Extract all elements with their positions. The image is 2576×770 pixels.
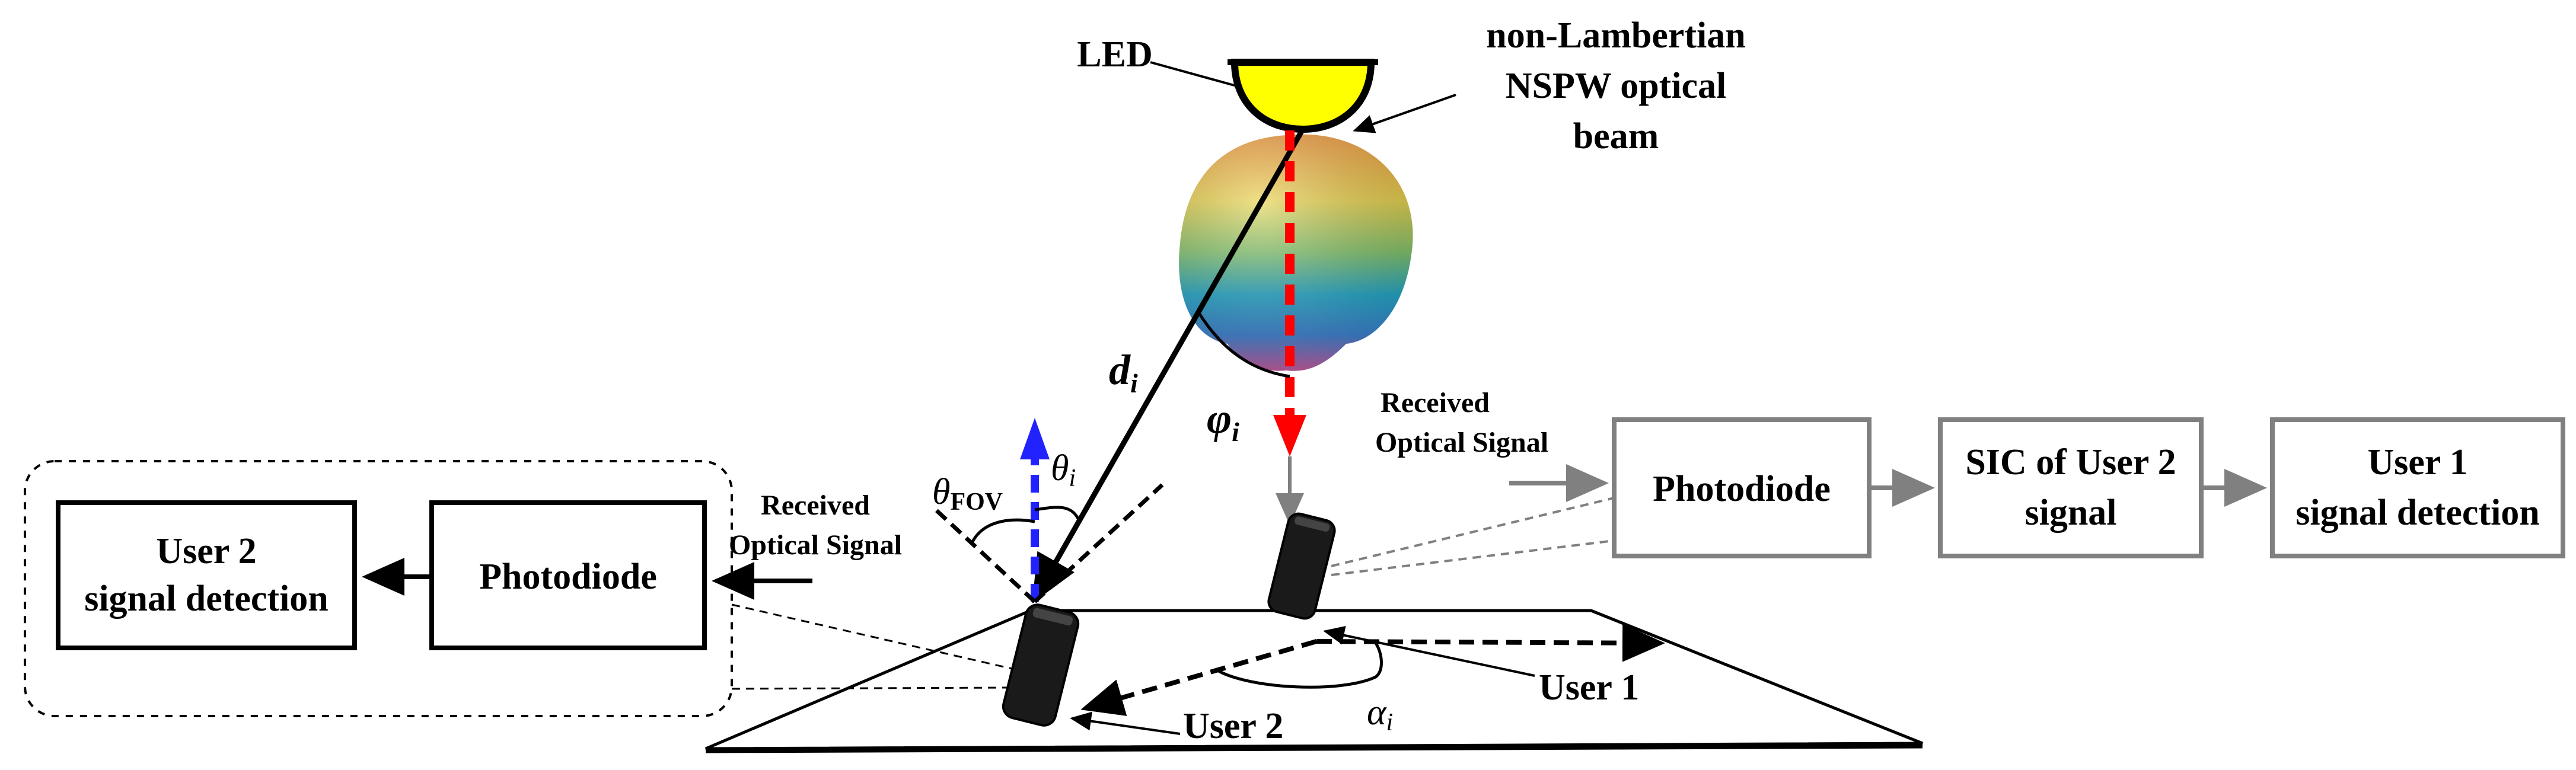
user2-receiver-frame [24, 460, 733, 717]
fov-right-line [1033, 483, 1164, 603]
user1-projection-upper [1331, 497, 1615, 567]
fov-angle-arc [970, 518, 1035, 545]
user2-photodiode-box [429, 500, 707, 650]
user1-detection-line2: signal detection [2296, 493, 2540, 533]
user2-device [1002, 603, 1080, 727]
user2-projection-lower [731, 686, 1009, 690]
alpha-angle-arc [1217, 642, 1383, 689]
beam-shading [1179, 134, 1413, 371]
sic-box [1938, 417, 2204, 558]
fov-angle-label: θFOV [932, 472, 1003, 516]
user1-label-pointer [1323, 625, 1535, 677]
irradiance-angle-label: φi [1207, 395, 1239, 447]
user1-floor-axis [1316, 624, 1665, 662]
floor-front-edge [705, 743, 1923, 753]
beam-label-line2: NSPW optical [1506, 66, 1727, 106]
user1-label: User 1 [1539, 667, 1639, 708]
beam-axis-arrowhead [1273, 415, 1306, 456]
user1-detection-box [2270, 417, 2565, 558]
user1-to-user2-floor [1080, 639, 1318, 716]
user2-label-pointer [1070, 711, 1181, 735]
irradiance-angle-arc [1196, 310, 1290, 378]
user2-detection-line1: User 2 [156, 531, 256, 571]
user2-photodiode-label: Photodiode [479, 557, 657, 597]
user2-detection-line2: signal detection [84, 579, 329, 619]
user1-device [1267, 512, 1336, 620]
los-link-line [1032, 127, 1305, 603]
user2-received-line2: Optical Signal [729, 529, 902, 561]
user1-received-line1: Received [1381, 387, 1490, 418]
distance-label: di [1109, 346, 1138, 398]
beam-label-pointer [1353, 94, 1456, 133]
user1-projection-lower [1331, 539, 1615, 576]
user2-label: User 2 [1183, 706, 1283, 746]
led-label-pointer [1150, 61, 1237, 87]
alpha-angle-label: αi [1367, 692, 1393, 736]
user1-photodiode-label: Photodiode [1653, 469, 1831, 509]
sic-line2: signal [2025, 493, 2116, 533]
beam-label-line3: beam [1573, 116, 1659, 156]
sic-line1: SIC of User 2 [1965, 442, 2176, 483]
user2-detection-box [56, 500, 357, 650]
led-label: LED [1077, 34, 1152, 75]
led-icon [1230, 59, 1375, 133]
incidence-angle-label: θi [1051, 448, 1076, 492]
beam-label-line1: non-Lambertian [1486, 15, 1745, 56]
user2-projection-upper [731, 603, 1018, 671]
user2-normal-arrowhead [1020, 418, 1050, 459]
user1-detection-line1: User 1 [2367, 442, 2467, 483]
user1-received-line2: Optical Signal [1375, 427, 1548, 458]
incidence-angle-arc [1034, 506, 1080, 520]
floor-plane [705, 609, 1923, 750]
fov-left-line [934, 508, 1037, 603]
user2-received-line1: Received [761, 490, 870, 521]
